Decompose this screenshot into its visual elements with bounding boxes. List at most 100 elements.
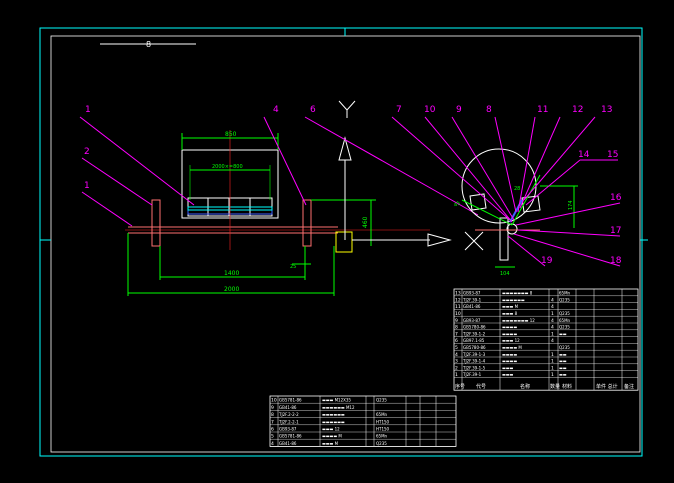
callout-16: 16 bbox=[610, 193, 622, 203]
flow-arrow-up bbox=[338, 136, 352, 161]
bom-outline bbox=[453, 288, 639, 391]
bom-cell-mat: ▬▬ bbox=[559, 359, 567, 364]
side-post bbox=[499, 217, 509, 261]
dim-25-text: 25 bbox=[290, 264, 296, 270]
parts-cell-mat: Q235 bbox=[376, 441, 387, 446]
bom-cell-mat: ▬▬ bbox=[559, 352, 567, 357]
outer-frame bbox=[39, 27, 643, 457]
leader-1 bbox=[81, 191, 133, 227]
callout-19: 19 bbox=[541, 256, 553, 266]
bom-cell-code: TJ2F.39-1-4 bbox=[462, 359, 486, 364]
bom-cell-no: 12 bbox=[455, 297, 461, 303]
callout-12: 12 bbox=[572, 105, 583, 115]
right-post bbox=[302, 199, 312, 247]
bom-cell-mat: ▬▬ bbox=[559, 365, 567, 370]
dim-174-text: 174 bbox=[568, 200, 574, 210]
parts-cell-no: 10 bbox=[271, 398, 277, 404]
side-bracket-right bbox=[521, 195, 541, 213]
callout-1: 1 bbox=[84, 181, 90, 191]
bom-cell-name: ▬▬▬ 12 bbox=[502, 338, 520, 343]
bom-cell-mat: Q235 bbox=[559, 297, 570, 302]
parts-cell-name: ▬▬▬▬▬▬ bbox=[322, 412, 345, 417]
parts-cell-code: GB93-87 bbox=[279, 427, 297, 432]
parts-cell-mat: 65Mn bbox=[376, 412, 388, 417]
bom-cell-code: GB97.1-85 bbox=[463, 338, 485, 343]
bom-cell-qty: 4 bbox=[551, 325, 554, 331]
leader-16 bbox=[515, 202, 621, 226]
bom-cell-code: GB93-87 bbox=[463, 318, 481, 323]
left-post bbox=[151, 199, 161, 247]
bom-cell-mat: 65Mn bbox=[559, 291, 571, 296]
callout-14: 14 bbox=[578, 150, 590, 160]
bom-header-cell: 名称 bbox=[520, 383, 530, 390]
bom-cell-no: 11 bbox=[455, 304, 461, 310]
x-symbol bbox=[464, 231, 484, 251]
parts-cell-no: 8 bbox=[271, 412, 274, 418]
leader-3 bbox=[79, 116, 195, 206]
bom-cell-name: ▬▬▬▬▬▬ bbox=[502, 297, 525, 302]
bom-cell-mat: Q235 bbox=[559, 345, 570, 350]
leader-6 bbox=[304, 116, 479, 216]
callout-3: 1 bbox=[85, 105, 91, 115]
y-symbol bbox=[338, 100, 356, 118]
bom-cell-qty: 1 bbox=[551, 331, 554, 337]
bom-cell-no: 9 bbox=[455, 318, 458, 324]
bom-cell-name: ▬▬▬▬ bbox=[502, 352, 517, 357]
bom-cell-no: 7 bbox=[455, 331, 458, 337]
bom-cell-name: ▬▬▬▬ bbox=[502, 325, 517, 330]
callout-8: 8 bbox=[486, 105, 492, 115]
bom-cell-qty: 1 bbox=[551, 311, 554, 317]
drawing-title: 8 bbox=[146, 40, 151, 49]
bom-cell-no: 8 bbox=[455, 325, 458, 331]
bom-cell-name: ▬▬▬ 8 bbox=[502, 311, 518, 316]
dim-1400-text: 1400 bbox=[224, 270, 239, 277]
leader-14 bbox=[525, 159, 581, 206]
bom-header-cell: 材料 bbox=[562, 383, 572, 390]
bom-cell-mat: ▬▬ bbox=[559, 372, 567, 377]
parts-cell-mat: HT150 bbox=[376, 419, 390, 424]
callout-15: 15 bbox=[607, 150, 618, 160]
callout-17: 17 bbox=[610, 226, 621, 236]
bom-cell-name: ▬▬▬ bbox=[502, 365, 514, 370]
bom-cell-no: 4 bbox=[455, 352, 458, 358]
parts-cell-mat: 65Mn bbox=[376, 434, 388, 439]
callout-13: 13 bbox=[601, 105, 612, 115]
parts-cell-code: TJ2F.2-2-2 bbox=[278, 412, 299, 417]
leader-13 bbox=[523, 116, 596, 201]
leader-8 bbox=[494, 116, 517, 213]
dim-460-text: 460 bbox=[362, 216, 369, 228]
parts-cell-name: ▬▬▬ M bbox=[322, 441, 339, 446]
end-box bbox=[335, 231, 353, 253]
bom-cell-code: TJ2F.39-1 bbox=[462, 372, 482, 377]
parts-cell-no: 4 bbox=[271, 441, 274, 447]
side-bracket-left bbox=[469, 193, 487, 211]
leader-19 bbox=[507, 235, 546, 267]
parts-cell-name: ▬▬▬ 12 bbox=[322, 427, 340, 432]
parts-cell-code: GB41-86 bbox=[279, 441, 297, 446]
bom-cell-no: 10 bbox=[455, 311, 461, 317]
bom-cell-code: GB5780-86 bbox=[463, 325, 486, 330]
bom-cell-name: ▬▬▬▬▬▬▬ 12 bbox=[502, 318, 535, 323]
leader-11 bbox=[517, 116, 536, 213]
bom-header-cell: 备注 bbox=[624, 383, 634, 390]
callout-2: 2 bbox=[84, 147, 90, 157]
bom-cell-qty: 1 bbox=[551, 352, 554, 358]
bom-cell-mat: Q235 bbox=[559, 311, 570, 316]
bom-cell-code: TJ2F.39-1 bbox=[462, 297, 482, 302]
bom-header-cell: 代号 bbox=[476, 383, 486, 390]
parts-cell-name: ▬▬▬▬ M bbox=[322, 434, 342, 439]
parts-cell-code: GB5781-86 bbox=[279, 434, 302, 439]
dim-800-text: 2000×=800 bbox=[212, 164, 243, 170]
callout-4: 4 bbox=[273, 105, 279, 115]
dim-45-text: 45 bbox=[453, 200, 462, 208]
bom-header-cell: 序号 bbox=[455, 383, 465, 390]
parts-cell-no: 7 bbox=[271, 419, 274, 425]
bom-header-cell: 单件 总计 bbox=[596, 383, 618, 390]
bom-cell-no: 6 bbox=[455, 338, 458, 344]
dim-104-text: 104 bbox=[500, 271, 510, 277]
bom-cell-qty: 1 bbox=[551, 372, 554, 378]
bom-cell-no: 2 bbox=[455, 365, 458, 371]
bom-cell-qty: 4 bbox=[551, 338, 554, 344]
